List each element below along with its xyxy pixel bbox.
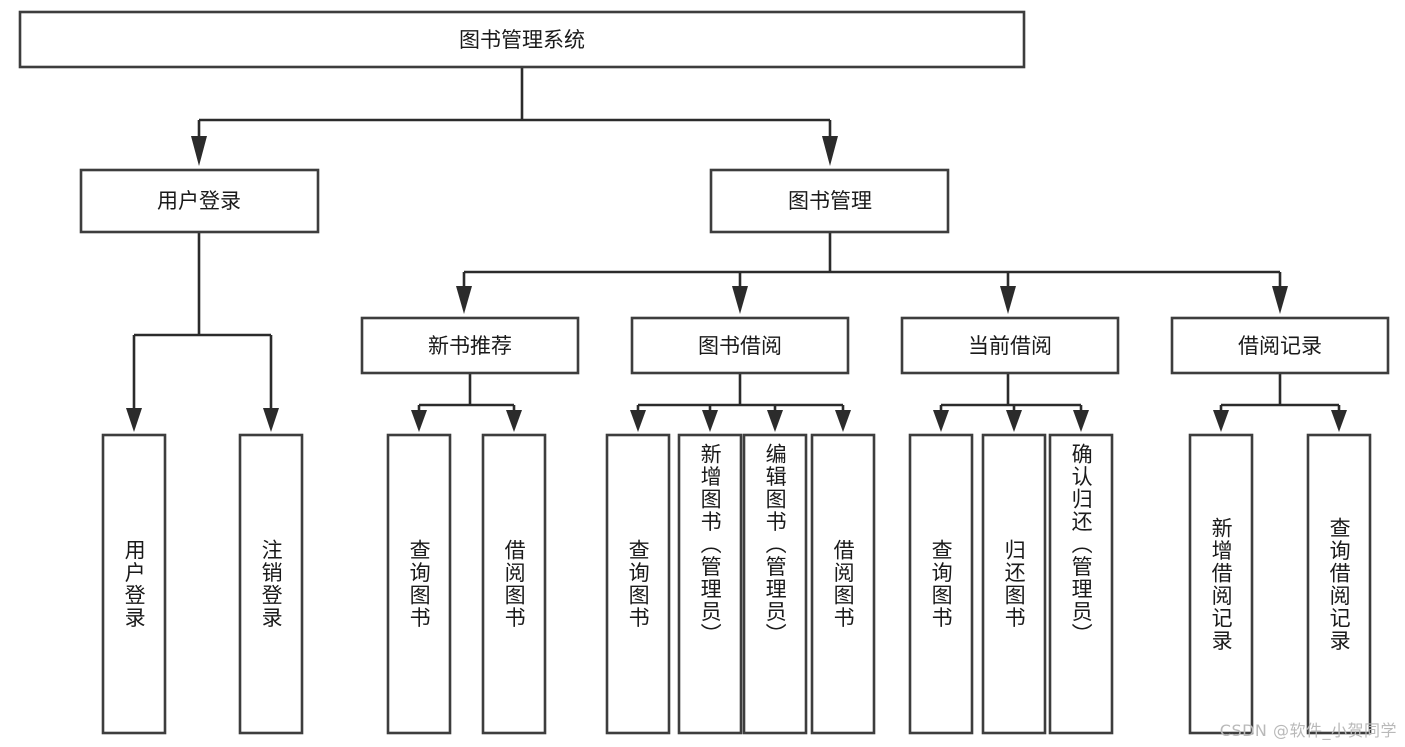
connector-group-current	[933, 373, 1089, 432]
connector-group-user-login	[126, 232, 279, 432]
node-borrow-record[interactable]: 借阅记录	[1170, 316, 1390, 375]
node-book-borrow-box[interactable]	[630, 316, 850, 375]
node-new-book-recommend-label: 新书推荐	[428, 334, 512, 358]
leaf-box-logout[interactable]	[238, 433, 304, 735]
arrow-head-record-add	[1213, 410, 1229, 432]
node-book-borrow-label: 图书借阅	[698, 334, 782, 358]
node-root-box[interactable]	[18, 10, 1026, 69]
node-book-borrow[interactable]: 图书借阅	[630, 316, 850, 375]
arrow-head-borrow	[732, 286, 748, 314]
leaf-box-current-return-book[interactable]	[981, 433, 1047, 735]
node-book-management-box[interactable]	[709, 168, 950, 234]
leaf-box-borrow-query-book[interactable]	[605, 433, 671, 735]
node-current-borrow-box[interactable]	[900, 316, 1120, 375]
arrow-head-borrow-add	[702, 410, 718, 432]
node-root-label: 图书管理系统	[459, 28, 585, 52]
node-current-borrow-label: 当前借阅	[968, 334, 1052, 358]
arrow-head-current-return	[1006, 410, 1022, 432]
arrow-head-leaf-user-login	[126, 408, 142, 432]
connector-group-record	[1213, 373, 1347, 432]
csdn-watermark: CSDN @软件_小贺同学	[1219, 721, 1397, 740]
arrow-head-current	[1000, 286, 1016, 314]
arrow-head-current-confirm	[1073, 410, 1089, 432]
arrow-head-newbook-query	[411, 410, 427, 432]
leaf-box-record-query[interactable]	[1306, 433, 1372, 735]
arrow-head-record	[1272, 286, 1288, 314]
node-user-login-box[interactable]	[79, 168, 320, 234]
arrow-head-record-query	[1331, 410, 1347, 432]
leaf-box-newbook-borrow-book[interactable]	[481, 433, 547, 735]
arrow-head-borrow-query	[630, 410, 646, 432]
connector-group-borrow	[630, 373, 851, 432]
arrow-head-leaf-logout	[263, 408, 279, 432]
node-borrow-record-box[interactable]	[1170, 316, 1390, 375]
arrow-head-borrow-lend	[835, 410, 851, 432]
arrow-head-newbook	[456, 286, 472, 314]
node-user-login[interactable]: 用户登录	[79, 168, 320, 234]
arrow-head-book-mgmt	[822, 136, 838, 166]
leaf-boxes-group	[101, 433, 1372, 735]
leaf-box-user-login[interactable]	[101, 433, 167, 735]
node-new-book-recommend-box[interactable]	[360, 316, 580, 375]
node-user-login-label: 用户登录	[157, 189, 241, 213]
node-book-management-label: 图书管理	[788, 189, 872, 213]
node-book-management[interactable]: 图书管理	[709, 168, 950, 234]
connector-group-book-mgmt	[456, 232, 1288, 314]
leaf-box-current-query-book[interactable]	[908, 433, 974, 735]
leaf-box-borrow-add-book[interactable]	[677, 433, 743, 735]
leaf-box-current-confirm-return[interactable]	[1048, 433, 1114, 735]
node-new-book-recommend[interactable]: 新书推荐	[360, 316, 580, 375]
arrow-head-current-query	[933, 410, 949, 432]
arrow-head-user-login	[191, 136, 207, 166]
node-borrow-record-label: 借阅记录	[1238, 334, 1322, 358]
arrow-head-borrow-edit	[767, 410, 783, 432]
leaf-box-borrow-lend-book[interactable]	[810, 433, 876, 735]
connector-group-root	[191, 67, 838, 166]
node-current-borrow[interactable]: 当前借阅	[900, 316, 1120, 375]
leaf-box-borrow-edit-book[interactable]	[742, 433, 808, 735]
leaf-box-newbook-query-book[interactable]	[386, 433, 452, 735]
arrow-head-newbook-borrow	[506, 410, 522, 432]
leaf-box-record-add[interactable]	[1188, 433, 1254, 735]
node-root[interactable]: 图书管理系统	[18, 10, 1026, 69]
connector-group-newbook	[411, 373, 522, 432]
